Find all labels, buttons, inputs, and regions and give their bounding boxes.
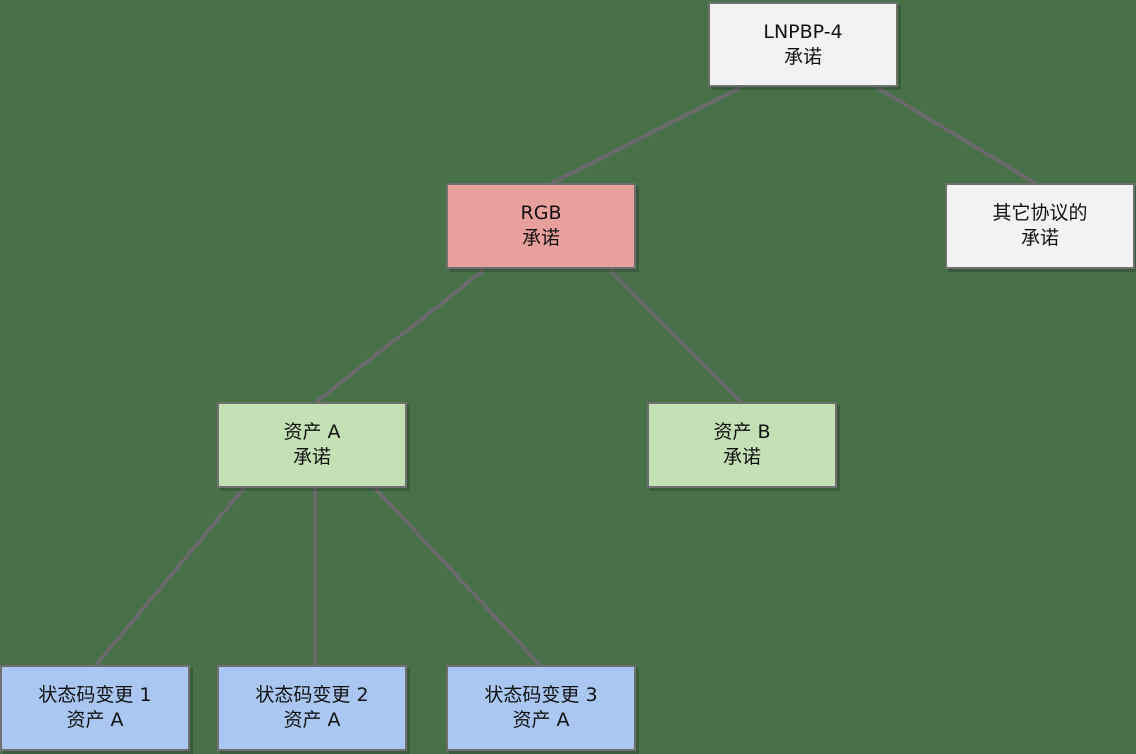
node-state-transition-1: 状态码变更 1 资产 A [0, 665, 190, 751]
node-subtitle: 承诺 [722, 446, 761, 468]
node-title: RGB [520, 202, 562, 224]
node-title: 其它协议的 [992, 202, 1088, 224]
node-title: 资产 B [713, 421, 771, 443]
node-subtitle: 承诺 [1020, 227, 1059, 249]
node-asset-b-commitment: 资产 B 承诺 [647, 402, 837, 488]
node-subtitle: 资产 A [283, 709, 341, 731]
node-subtitle: 承诺 [783, 45, 822, 68]
edge-rgb-to-asset_a [314, 268, 486, 404]
edge-rgb-to-asset_b [608, 268, 743, 404]
node-title: 状态码变更 1 [38, 684, 152, 706]
node-title: 状态码变更 2 [255, 684, 369, 706]
node-subtitle: 承诺 [521, 227, 560, 249]
node-title: 状态码变更 3 [484, 684, 598, 706]
edge-asset_a-to-state_1 [94, 486, 246, 667]
edge-lnpbp-to-other [876, 86, 1037, 185]
node-asset-a-commitment: 资产 A 承诺 [217, 402, 407, 488]
edge-asset_a-to-state_3 [373, 486, 542, 667]
node-subtitle: 资产 A [66, 709, 124, 731]
node-title: 资产 A [283, 421, 341, 443]
node-subtitle: 资产 A [512, 709, 570, 731]
edge-lnpbp-to-rgb [551, 86, 741, 185]
node-rgb-commitment: RGB 承诺 [446, 183, 636, 269]
node-title: LNPBP-4 [763, 20, 843, 43]
node-subtitle: 承诺 [292, 446, 331, 468]
node-lnpbp-4-commitment: LNPBP-4 承诺 [708, 2, 898, 87]
node-other-protocol-commitment: 其它协议的 承诺 [945, 183, 1135, 269]
node-state-transition-3: 状态码变更 3 资产 A [446, 665, 636, 751]
node-state-transition-2: 状态码变更 2 资产 A [217, 665, 407, 751]
